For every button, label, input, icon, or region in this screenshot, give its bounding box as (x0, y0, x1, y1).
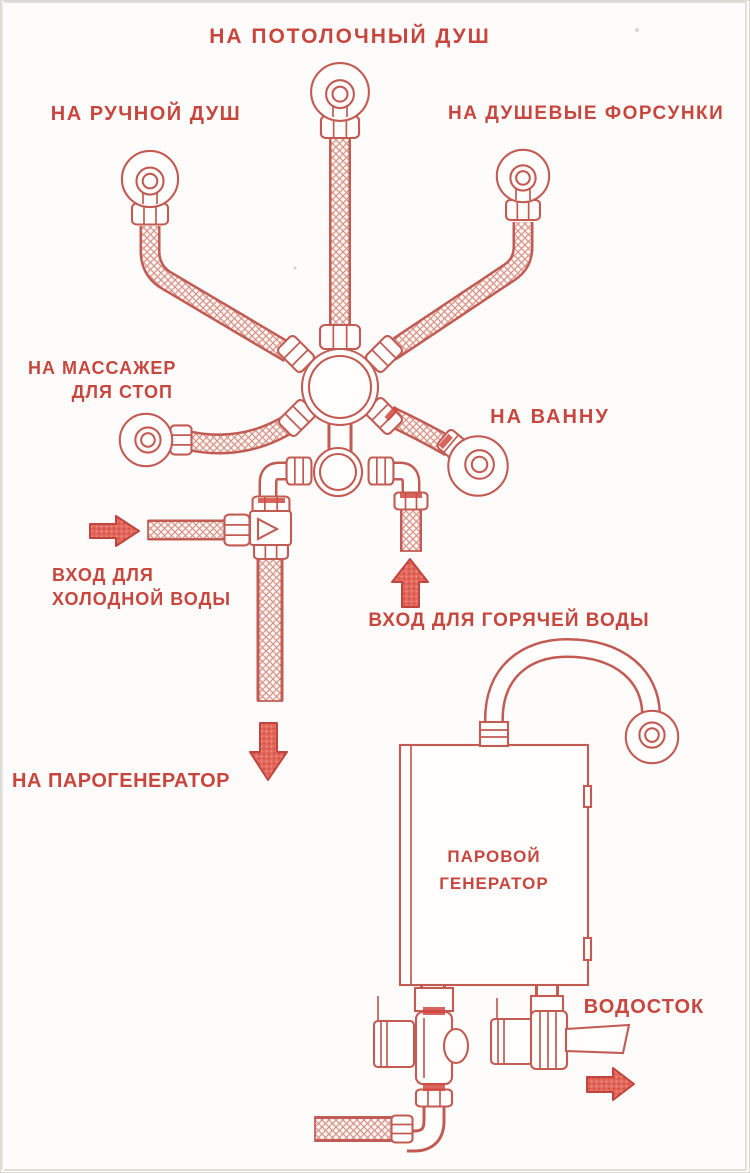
label-steam-generator-line2: ГЕНЕРАТОР (439, 874, 549, 893)
hose-hand-shower (139, 226, 295, 363)
drain-arrow-icon (586, 1067, 635, 1101)
hose-bottom-feed (314, 1116, 393, 1142)
eyelet-ceiling-shower (309, 61, 371, 123)
hose-foot-massager (187, 413, 298, 455)
diverter-body (312, 446, 364, 498)
red-junction-marks (258, 405, 453, 1091)
label-foot-massager-line1: НА МАССАЖЕР (28, 358, 177, 378)
hose-cold-water-inlet (147, 519, 228, 541)
manifold-body (300, 347, 380, 427)
to-steam-generator-arrow-icon (249, 722, 288, 781)
label-cold-water-line1: ВХОД ДЛЯ (52, 565, 154, 585)
label-foot-massager: НА МАССАЖЕР ДЛЯ СТОП (28, 356, 177, 404)
label-bath: НА ВАННУ (490, 406, 610, 428)
label-foot-massager-line2: ДЛЯ СТОП (71, 382, 173, 402)
hose-shower-jets (384, 222, 534, 361)
eyelet-foot-massager (118, 412, 174, 468)
label-ceiling-shower: НА ПОТОЛОЧНЫЙ ДУШ (209, 25, 491, 48)
drain-pipe (564, 1023, 631, 1055)
hose-to-steam-generator (256, 558, 284, 702)
pipe-bottom-elbow (407, 1102, 446, 1153)
pipe-steam-outlet-arc (483, 637, 661, 725)
steam-outlet-nozzle (478, 720, 510, 748)
hose-hot-water-inlet (400, 508, 422, 552)
steam-generator-box (398, 743, 593, 987)
check-valve-tee (248, 509, 293, 547)
label-steam-generator-line1: ПАРОВОЙ (447, 847, 541, 866)
eyelet-steam-hose-end (624, 709, 680, 765)
eyelet-hand-shower (120, 149, 180, 209)
label-cold-water-inlet: ВХОД ДЛЯ ХОЛОДНОЙ ВОДЫ (52, 563, 242, 611)
fill-valve-left (372, 986, 470, 1086)
label-hand-shower: НА РУЧНОЙ ДУШ (50, 103, 242, 125)
label-cold-water-line2: ХОЛОДНОЙ ВОДЫ (52, 589, 232, 609)
label-drain: ВОДОСТОК (583, 996, 705, 1018)
label-hot-water-inlet: ВХОД ДЛЯ ГОРЯЧЕЙ ВОДЫ (368, 610, 650, 631)
drain-valve-right (489, 994, 569, 1071)
label-to-steam-generator: НА ПАРОГЕНЕРАТОР (12, 770, 230, 792)
cold-water-arrow-icon (89, 515, 140, 547)
hot-water-arrow-icon (391, 558, 429, 608)
label-shower-jets: НА ДУШЕВЫЕ ФОРСУНКИ (448, 103, 725, 124)
pipe-diverter-left-elbow (258, 461, 294, 501)
label-steam-generator: ПАРОВОЙ ГЕНЕРАТОР (400, 843, 588, 897)
eyelet-shower-jets (495, 148, 551, 204)
pipe-diverter-right-elbow (386, 461, 421, 500)
